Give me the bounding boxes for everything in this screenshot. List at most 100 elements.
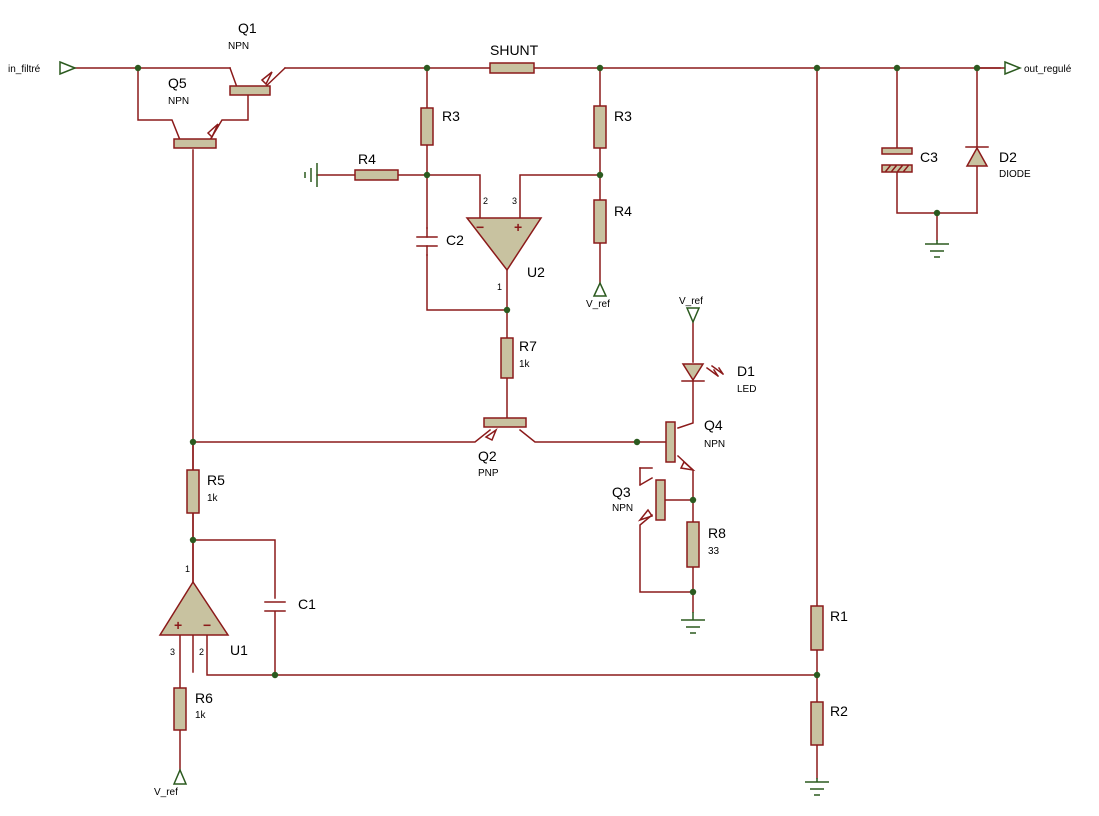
emitter-arrow: [206, 123, 219, 139]
opamp-u2[interactable]: − + 2 3 1 U2: [465, 196, 545, 292]
junctions: [134, 64, 981, 679]
transistor-q2[interactable]: Q2 PNP: [478, 417, 527, 479]
led-light-arrows: [705, 364, 725, 378]
wire-c3: [896, 67, 978, 214]
transistor-q3-base-bar: [655, 479, 666, 521]
transistor-q3[interactable]: Q3 NPN: [612, 479, 666, 522]
capacitor-c2[interactable]: C2: [416, 227, 464, 256]
vref-port-u1[interactable]: V_ref: [154, 768, 188, 798]
vref-port-d1[interactable]: V_ref: [679, 296, 703, 324]
resistor-r6-ref: R6: [195, 690, 213, 706]
ground-r2: [805, 778, 829, 796]
wire-q2-left: [192, 428, 492, 443]
opamp-u1-ref: U1: [230, 642, 248, 658]
resistor-r2[interactable]: R2: [810, 701, 848, 746]
out-port-label: out_regulé: [1024, 64, 1072, 75]
transistor-q5-ref: Q5: [168, 75, 187, 91]
transistor-q1-base-bar: [229, 85, 271, 96]
capacitor-c2-ref: C2: [446, 232, 464, 248]
resistor-r1[interactable]: R1: [810, 605, 848, 651]
capacitor-c3[interactable]: C3: [881, 147, 938, 173]
resistor-body: [186, 469, 200, 514]
in-port-label: in_filtré: [8, 64, 41, 75]
vref-label: V_ref: [154, 787, 178, 798]
led-d1-ref: D1: [737, 363, 755, 379]
transistor-q5-base-bar: [173, 138, 217, 149]
resistor-body: [173, 687, 187, 731]
opamp-u2-pin-plus: 3: [512, 196, 517, 206]
vref-label: V_ref: [679, 296, 703, 307]
emitter-arrow: [679, 460, 696, 472]
resistor-r5-value: 1k: [207, 493, 219, 504]
resistor-r4-left[interactable]: R4: [354, 151, 399, 181]
resistor-r8[interactable]: R8 33: [686, 521, 726, 568]
junction-dot: [271, 671, 279, 679]
junction-dot: [189, 536, 197, 544]
wire-c1: [192, 539, 276, 676]
capacitor-plates: [264, 601, 286, 612]
transistor-q2-ref: Q2: [478, 448, 497, 464]
emitter-arrow: [484, 427, 498, 442]
led-d1[interactable]: D1 LED: [681, 363, 756, 395]
capacitor-c3-ref: C3: [920, 149, 938, 165]
capacitor-hatch: [884, 164, 910, 173]
junction-dot: [893, 64, 901, 72]
out-port[interactable]: out_regulé: [1004, 60, 1072, 76]
resistor-r3-left-ref: R3: [442, 108, 460, 124]
ground-icon: [925, 240, 949, 258]
transistor-q4-type: NPN: [704, 439, 725, 450]
resistor-r5-ref: R5: [207, 472, 225, 488]
opamp-u2-pin-out: 1: [497, 282, 502, 292]
opamp-u2-ref: U2: [527, 264, 545, 280]
capacitor-plates: [416, 236, 438, 247]
transistor-q3-type: NPN: [612, 503, 633, 514]
resistor-r5[interactable]: R5 1k: [186, 469, 225, 514]
junction-dot: [134, 64, 142, 72]
emitter-arrow: [637, 508, 654, 522]
capacitor-c1[interactable]: C1: [264, 596, 316, 612]
resistor-r4-right[interactable]: R4: [593, 199, 632, 244]
ground-q3: [681, 612, 705, 634]
resistor-shunt[interactable]: SHUNT: [489, 42, 539, 74]
wire-r4a: [316, 174, 481, 219]
junction-dot: [596, 64, 604, 72]
opamp-u1-minus-sign: −: [203, 617, 211, 633]
wire-q5-collector: [137, 67, 181, 141]
in-port[interactable]: in_filtré: [8, 60, 78, 76]
transistor-q1-type: NPN: [228, 41, 249, 52]
resistor-r8-value: 33: [708, 546, 720, 557]
junction-dot: [813, 671, 821, 679]
resistor-r6[interactable]: R6 1k: [173, 687, 213, 731]
vref-label: V_ref: [586, 299, 610, 310]
resistor-body: [420, 107, 434, 146]
ground-c3: [925, 240, 949, 258]
opamp-triangle: [465, 217, 543, 272]
wire-q3: [638, 467, 694, 593]
resistor-r7-value: 1k: [519, 359, 531, 370]
out-port-arrow: [1004, 60, 1023, 76]
transistor-q3-ref: Q3: [612, 484, 631, 500]
transistor-q2-base-bar: [483, 417, 527, 428]
vref-port-u2[interactable]: V_ref: [586, 281, 610, 310]
resistor-body: [593, 199, 607, 244]
transistor-q4[interactable]: Q4 NPN: [665, 417, 725, 472]
opamp-u1-plus-sign: +: [174, 617, 182, 633]
resistor-body: [354, 169, 399, 181]
capacitor-plate-bottom: [881, 164, 913, 173]
diode-d2[interactable]: D2 DIODE: [965, 146, 1031, 180]
transistor-q4-ref: Q4: [704, 417, 723, 433]
transistor-q5[interactable]: Q5 NPN: [168, 75, 219, 149]
transistor-q1[interactable]: Q1 NPN: [228, 20, 273, 96]
transistor-q1-ref: Q1: [238, 20, 257, 36]
transistor-q5-type: NPN: [168, 96, 189, 107]
junction-dot: [596, 171, 604, 179]
junction-dot: [813, 64, 821, 72]
resistor-r7[interactable]: R7 1k: [500, 337, 537, 379]
led-d1-type: LED: [737, 384, 756, 395]
resistor-r3-left[interactable]: R3: [420, 107, 460, 146]
junction-dot: [633, 438, 641, 446]
resistor-r3-right[interactable]: R3: [593, 105, 632, 149]
opamp-u1[interactable]: + − 1 3 2 U1: [158, 564, 248, 658]
wire-c2-bottom: [426, 254, 508, 311]
